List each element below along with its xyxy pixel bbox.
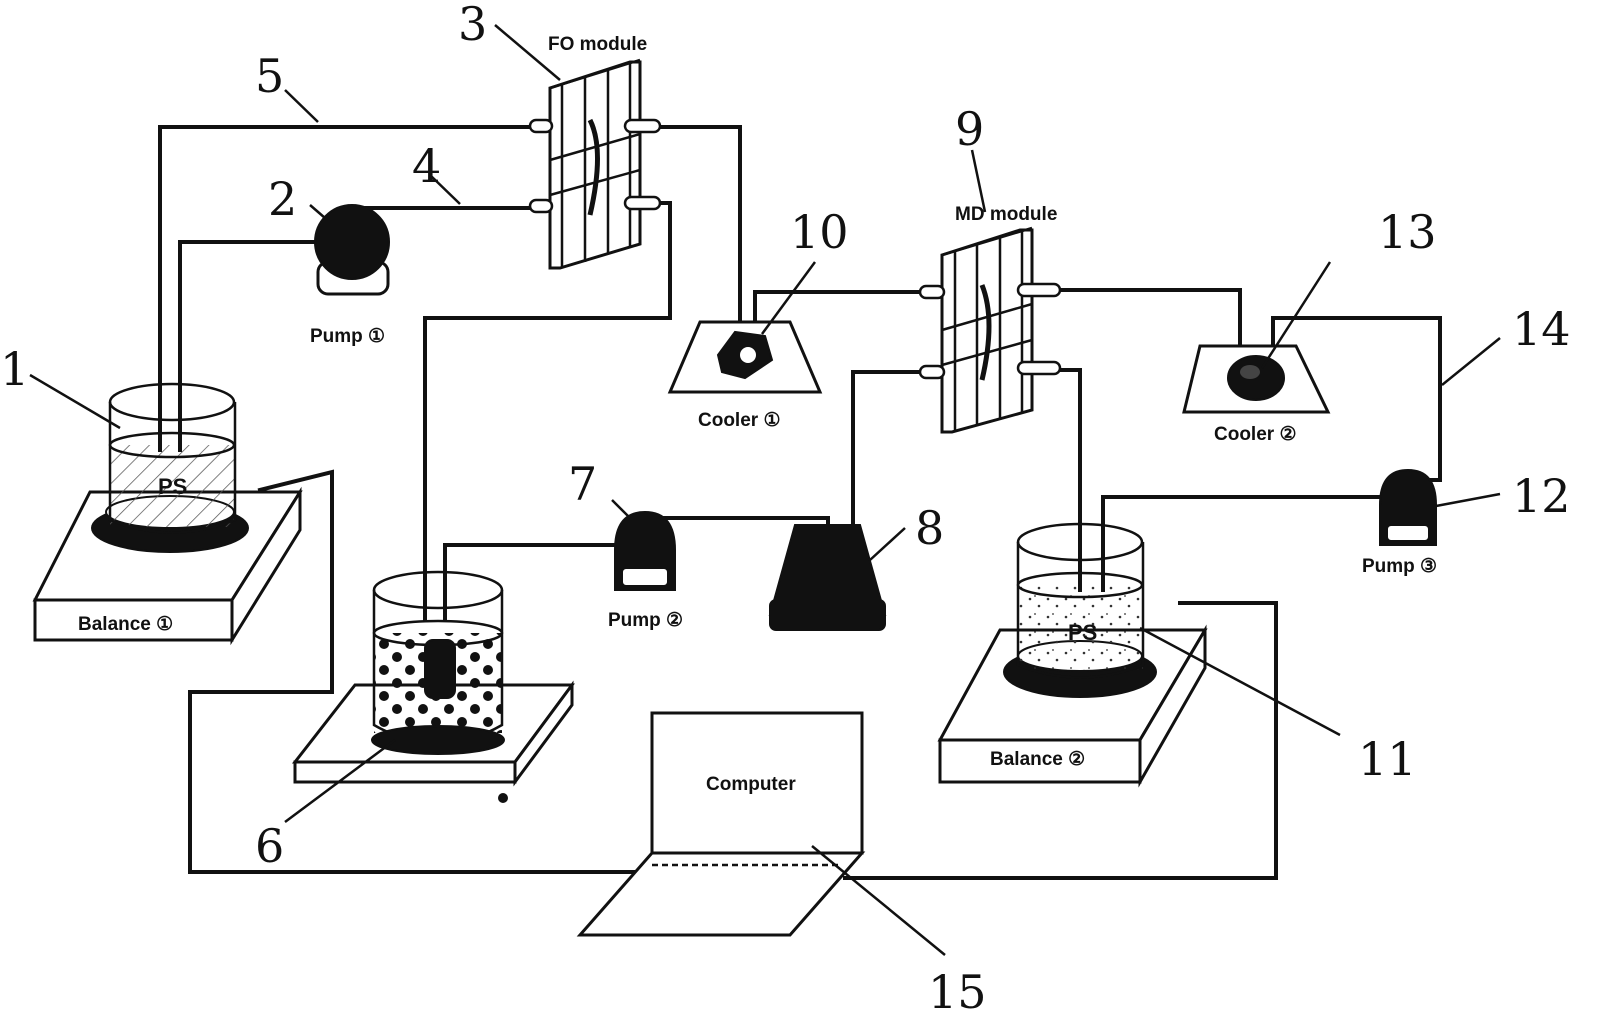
numeral-10: 10 <box>790 205 849 259</box>
beaker-1-ps-label: PS <box>158 474 187 499</box>
pipe-pump3-to-tank11 <box>1101 495 1387 592</box>
numeral-2: 2 <box>268 172 297 226</box>
balance-1-label: Balance ① <box>78 614 173 635</box>
md-module: MD module <box>918 204 1062 434</box>
pipe-md-to-cooler2 <box>1058 288 1242 350</box>
cable-balance2-to-computer <box>843 601 1278 880</box>
pipe-cooler1-to-md <box>753 290 927 327</box>
numeral-11: 11 <box>1358 732 1417 786</box>
pipe-fo-to-feed-tank <box>423 201 672 622</box>
numeral-15: 15 <box>928 965 987 1019</box>
fo-module-label: FO module <box>548 34 647 55</box>
pump-3: Pump ③ <box>1362 468 1437 577</box>
pipe-5-draw-solution <box>158 125 542 452</box>
cooler-2: Cooler ② <box>1182 344 1331 445</box>
cooler-1-label: Cooler ① <box>698 410 781 431</box>
pipe-feed-to-pump2 <box>443 543 617 622</box>
cable-balance1-to-computer <box>188 469 842 874</box>
reference-numerals: 1 2 3 4 5 6 7 8 9 10 11 12 13 14 15 <box>0 0 1571 1019</box>
beaker-1: PS <box>108 382 237 534</box>
cooler-1: Cooler ① <box>667 320 823 431</box>
numeral-14: 14 <box>1512 302 1571 356</box>
numeral-12: 12 <box>1512 469 1571 523</box>
md-module-label: MD module <box>955 204 1057 225</box>
pipe-fo-to-cooler1 <box>658 125 742 324</box>
pump-2-label: Pump ② <box>608 610 683 631</box>
leader-lines <box>29 24 1501 956</box>
numeral-8: 8 <box>915 501 944 555</box>
computer: Computer <box>576 711 866 937</box>
pipe-heater-to-md <box>851 370 927 527</box>
numeral-3: 3 <box>458 0 487 51</box>
feed-tank <box>371 570 505 755</box>
pipe-beaker1-to-pump1 <box>178 240 320 452</box>
pump-2: Pump ② <box>608 510 683 631</box>
tank-11-ps-label: PS <box>1068 620 1097 645</box>
numeral-13: 13 <box>1378 205 1437 259</box>
pump-1: Pump ① <box>310 204 390 347</box>
pump-1-label: Pump ① <box>310 326 385 347</box>
computer-label: Computer <box>706 774 796 795</box>
numeral-7: 7 <box>568 457 597 511</box>
fo-module: FO module <box>528 34 662 270</box>
heater <box>768 524 887 631</box>
balance-2-label: Balance ② <box>990 749 1085 770</box>
tank-11: PS <box>1016 522 1145 679</box>
numeral-4: 4 <box>412 139 441 193</box>
pipe-md-to-tank11 <box>1058 368 1082 592</box>
pump-3-label: Pump ③ <box>1362 556 1437 577</box>
numeral-9: 9 <box>955 102 984 156</box>
cooler-2-label: Cooler ② <box>1214 424 1297 445</box>
numeral-5: 5 <box>255 49 284 103</box>
numeral-1: 1 <box>0 342 29 396</box>
numeral-6: 6 <box>255 819 284 873</box>
